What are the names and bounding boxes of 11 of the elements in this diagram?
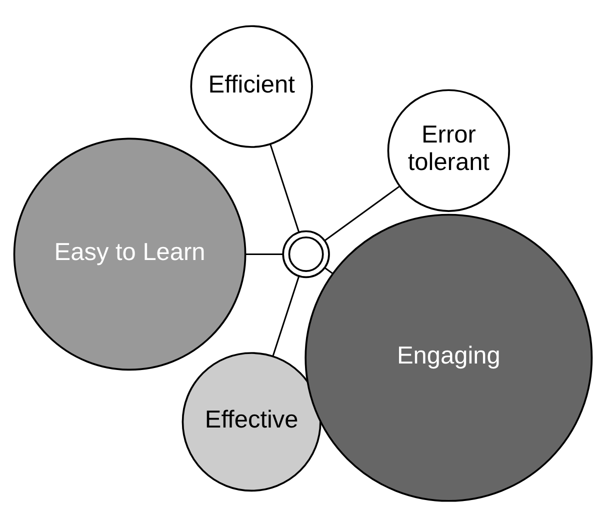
node-circle: Error tolerant — [387, 88, 510, 212]
node-circle — [282, 230, 330, 278]
node-circle: Effective — [182, 352, 322, 492]
node-circle: Easy to Learn — [13, 137, 246, 370]
connector — [324, 185, 400, 241]
connector — [324, 266, 333, 274]
node-circle: Engaging — [304, 213, 593, 502]
connector — [270, 144, 300, 232]
node-circle: Efficient — [190, 24, 313, 148]
connector — [272, 275, 300, 356]
connector — [246, 252, 284, 254]
